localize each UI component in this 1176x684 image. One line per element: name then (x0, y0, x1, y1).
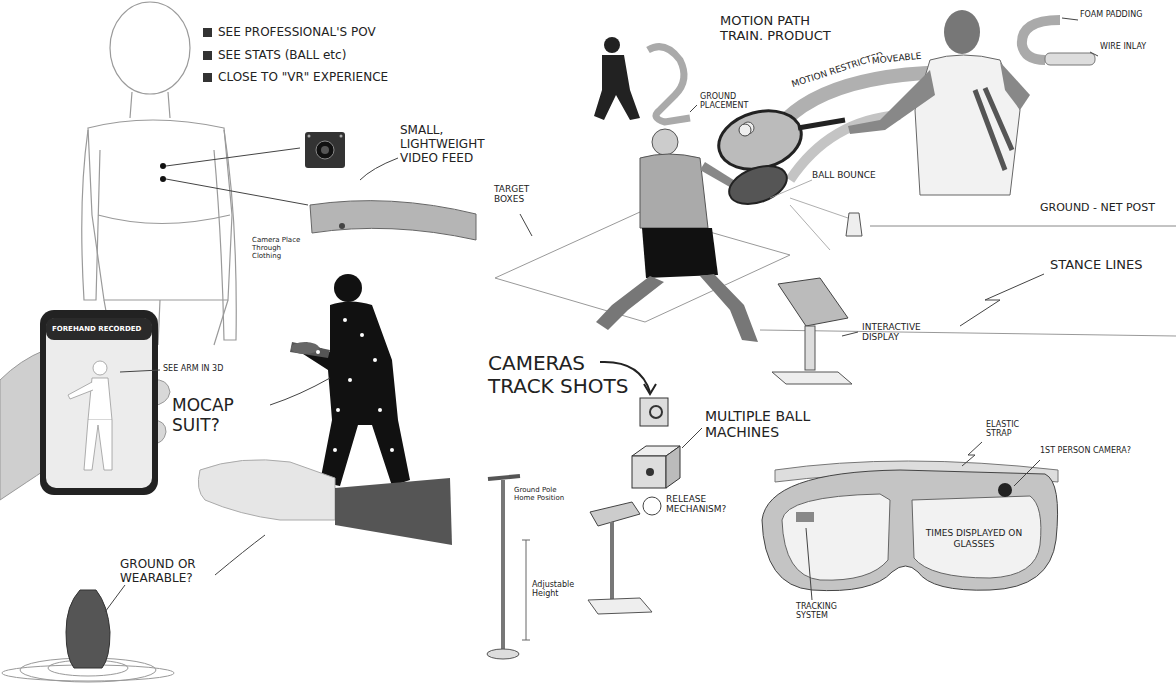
annotation: Adjustable Height (532, 580, 580, 598)
annotation: SEE STATS (BALL etc) (218, 49, 346, 63)
sleeve (335, 478, 452, 545)
phone-screen: FOREHAND RECORDED (48, 321, 150, 337)
pro-player (848, 10, 1030, 195)
release-pole (588, 502, 652, 614)
camera-cube (640, 398, 668, 426)
annotation: Camera Place Through Clothing (252, 236, 307, 260)
checkbox (203, 28, 212, 82)
goggles (762, 461, 1058, 591)
mannequin (82, 2, 237, 345)
annotation: ELASTIC STRAP (986, 420, 1036, 438)
node-text: TIMES DISPLAYED ON GLASSES (922, 528, 1026, 550)
annotation: INTERACTIVE DISPLAY (862, 322, 942, 343)
mocap-figure (290, 274, 410, 486)
robot-hand (198, 460, 335, 520)
phone (40, 310, 158, 495)
annotation: GROUND PLACEMENT (700, 92, 766, 110)
annotation: SMALL, LIGHTWEIGHT VIDEO FEED (400, 124, 518, 165)
annotation: RELEASE MECHANISM? (666, 494, 746, 515)
annotation: 1ST PERSON CAMERA? (1040, 446, 1131, 455)
hand (0, 350, 45, 500)
camera-module (305, 132, 345, 168)
annotation: MOCAP SUIT? (172, 396, 262, 435)
annotation: CLOSE TO "VR" EXPERIENCE (218, 71, 388, 85)
mocap-marker (316, 318, 394, 452)
target-box (495, 212, 790, 322)
annotation: MULTIPLE BALL MACHINES (705, 408, 845, 440)
annotation: WIRE INLAY (1100, 42, 1146, 51)
annotation: TARGET BOXES (494, 184, 550, 205)
pole (487, 476, 520, 659)
annotation: TRACKING SYSTEM (796, 602, 866, 620)
ground-trainer (648, 47, 690, 122)
annotation: FOAM PADDING (1080, 10, 1142, 19)
cone (846, 213, 862, 236)
annotation: SEE ARM IN 3D (163, 364, 223, 373)
node-text: FOREHAND RECORDED (52, 325, 146, 333)
screen-figure (68, 361, 112, 470)
court-player (596, 124, 792, 342)
annotation: STANCE LINES (1050, 258, 1143, 273)
racket (712, 102, 845, 178)
ground-device (66, 590, 110, 668)
headband (310, 201, 476, 240)
player-silhouette (594, 37, 640, 120)
interactive-display (772, 278, 852, 384)
annotation: Ground Pole Home Position (514, 486, 570, 502)
ball-machine (632, 446, 680, 488)
annotation: GROUND - NET POST (1040, 202, 1155, 215)
stance-line (760, 330, 1176, 336)
annotation: GROUND OR WEARABLE? (120, 558, 225, 586)
annotation: SEE PROFESSIONAL'S POV (218, 26, 376, 40)
goggle-lens: TIMES DISPLAYED ON GLASSES (918, 510, 1030, 568)
annotation: BALL BOUNCE (812, 170, 876, 180)
annotation: MOTION PATH TRAIN. PRODUCT (720, 14, 838, 44)
net-post-line (870, 226, 1176, 227)
annotation: CAMERAS TRACK SHOTS (488, 352, 656, 398)
